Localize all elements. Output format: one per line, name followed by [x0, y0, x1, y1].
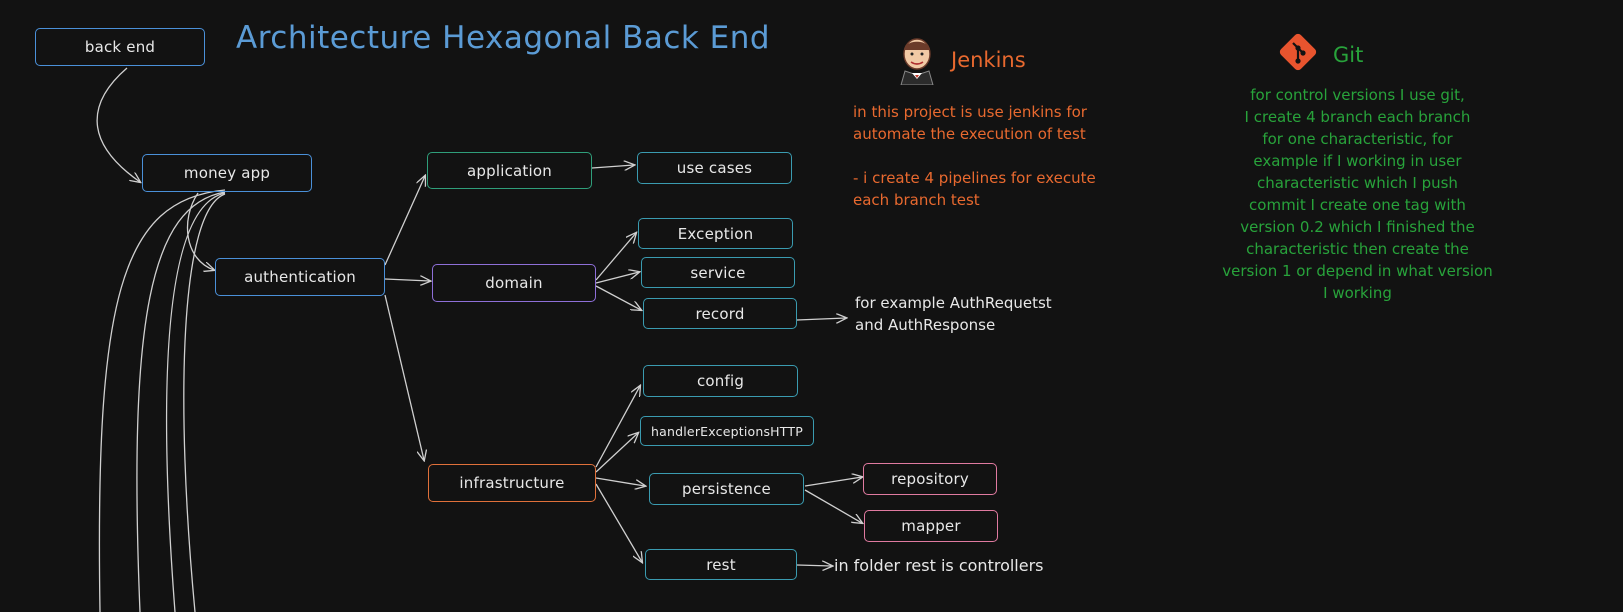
- node-record: record: [643, 298, 797, 329]
- note-record-line-2: and AuthResponse: [855, 316, 996, 334]
- git-note: for control versions I use git, I create…: [1190, 84, 1525, 304]
- edge-persistence-repository: [804, 477, 862, 487]
- git-line-3: for one characteristic, for: [1262, 130, 1453, 148]
- git-line-9: version 1 or depend in what version: [1222, 262, 1493, 280]
- edge-infra-config: [595, 386, 640, 468]
- git-line-7: version 0.2 which I finished the: [1240, 218, 1475, 236]
- jenkins-label: Jenkins: [951, 48, 1026, 72]
- edge-auth-infra: [384, 294, 424, 460]
- edge-domain-exception: [595, 233, 636, 281]
- edge-rest-note: [796, 565, 832, 566]
- node-authentication: authentication: [215, 258, 385, 296]
- note-record-line-1: for example AuthRequetst: [855, 294, 1052, 312]
- git-line-6: commit I create one tag with: [1249, 196, 1466, 214]
- jenkins-line-1: in this project is use jenkins for: [853, 103, 1087, 121]
- git-line-8: characteristic then create the: [1246, 240, 1469, 258]
- edge-infra-persistence: [595, 477, 645, 486]
- edge-moneyapp-down-3: [165, 192, 226, 612]
- git-logo-icon: [1279, 33, 1317, 71]
- edge-application-usecases: [591, 165, 634, 168]
- node-mapper: mapper: [864, 510, 998, 542]
- node-money-app: money app: [142, 154, 312, 192]
- jenkins-line-4: - i create 4 pipelines for execute: [853, 169, 1096, 187]
- edge-infra-handler: [595, 433, 638, 473]
- jenkins-note: in this project is use jenkins for autom…: [853, 101, 1096, 211]
- node-back-end: back end: [35, 28, 205, 66]
- edge-moneyapp-down-2: [136, 191, 226, 612]
- edge-moneyapp-down-1: [98, 189, 226, 612]
- edge-auth-domain: [384, 279, 430, 281]
- node-service: service: [641, 257, 795, 288]
- node-rest: rest: [645, 549, 797, 580]
- git-line-1: for control versions I use git,: [1250, 86, 1465, 104]
- edge-backend-moneyapp: [96, 67, 140, 182]
- git-line-5: characteristic which I push: [1257, 174, 1458, 192]
- git-label: Git: [1333, 43, 1364, 67]
- node-persistence: persistence: [649, 473, 804, 505]
- edge-domain-record: [595, 285, 641, 310]
- edge-record-note: [796, 318, 846, 320]
- git-line-2: I create 4 branch each branch: [1244, 108, 1471, 126]
- jenkins-line-5: each branch test: [853, 191, 980, 209]
- jenkins-line-2: automate the execution of test: [853, 125, 1086, 143]
- node-config: config: [643, 365, 798, 397]
- git-line-10: I working: [1323, 284, 1392, 302]
- jenkins-line-3: [853, 145, 1096, 167]
- edge-persistence-mapper: [804, 489, 862, 523]
- node-repository: repository: [863, 463, 997, 495]
- node-use-cases: use cases: [637, 152, 792, 184]
- node-handler-exceptions-http: handlerExceptionsHTTP: [640, 416, 814, 446]
- diagram-title: Architecture Hexagonal Back End: [236, 20, 771, 56]
- edge-domain-service: [595, 272, 639, 284]
- edge-moneyapp-auth: [186, 192, 214, 270]
- note-record: for example AuthRequetst and AuthRespons…: [855, 292, 1052, 336]
- edge-auth-application: [384, 176, 425, 266]
- edge-infra-rest: [595, 483, 642, 562]
- node-domain: domain: [432, 264, 596, 302]
- node-exception: Exception: [638, 218, 793, 249]
- node-application: application: [427, 152, 592, 189]
- edge-moneyapp-down-4: [183, 193, 226, 612]
- node-infrastructure: infrastructure: [428, 464, 596, 502]
- note-rest: in folder rest is controllers: [834, 556, 1044, 575]
- jenkins-butler-icon: [900, 38, 934, 85]
- git-line-4: example if I working in user: [1253, 152, 1462, 170]
